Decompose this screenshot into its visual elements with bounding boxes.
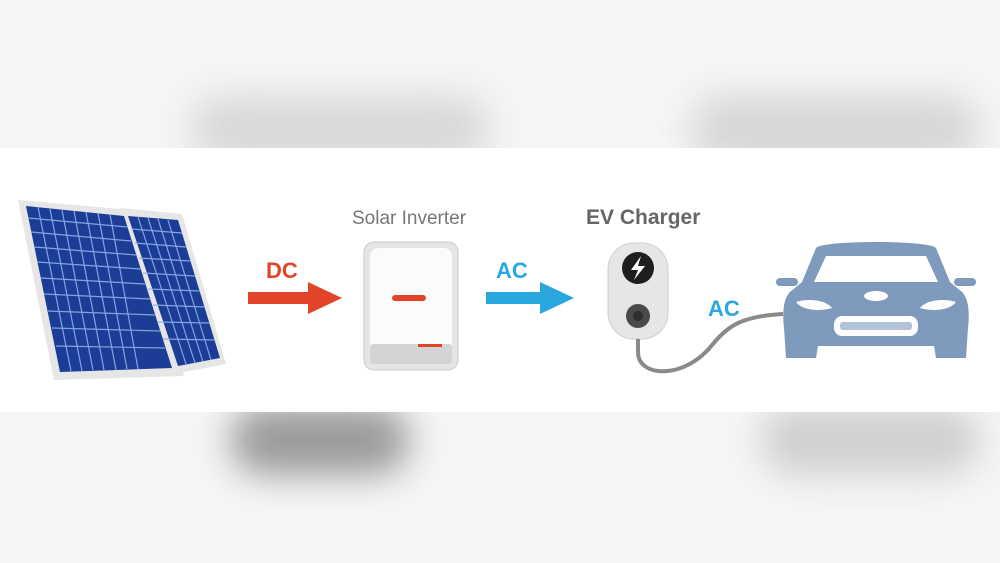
inverter-label: Solar Inverter xyxy=(352,208,467,229)
dc-label: DC xyxy=(266,258,298,283)
electric-car-icon xyxy=(776,242,976,358)
ac-label-inverter: AC xyxy=(496,258,528,283)
bg-blur-bottom-right xyxy=(760,405,980,475)
dc-arrow-icon xyxy=(248,282,342,314)
ac-label-car: AC xyxy=(708,296,740,321)
bg-blur-bottom-left xyxy=(230,405,410,475)
charger-label: EV Charger xyxy=(586,206,701,229)
inverter-icon xyxy=(363,241,459,371)
solar-panel-icon xyxy=(18,200,226,380)
ac-arrow-icon xyxy=(486,282,574,314)
ev-charger-icon xyxy=(607,242,784,374)
